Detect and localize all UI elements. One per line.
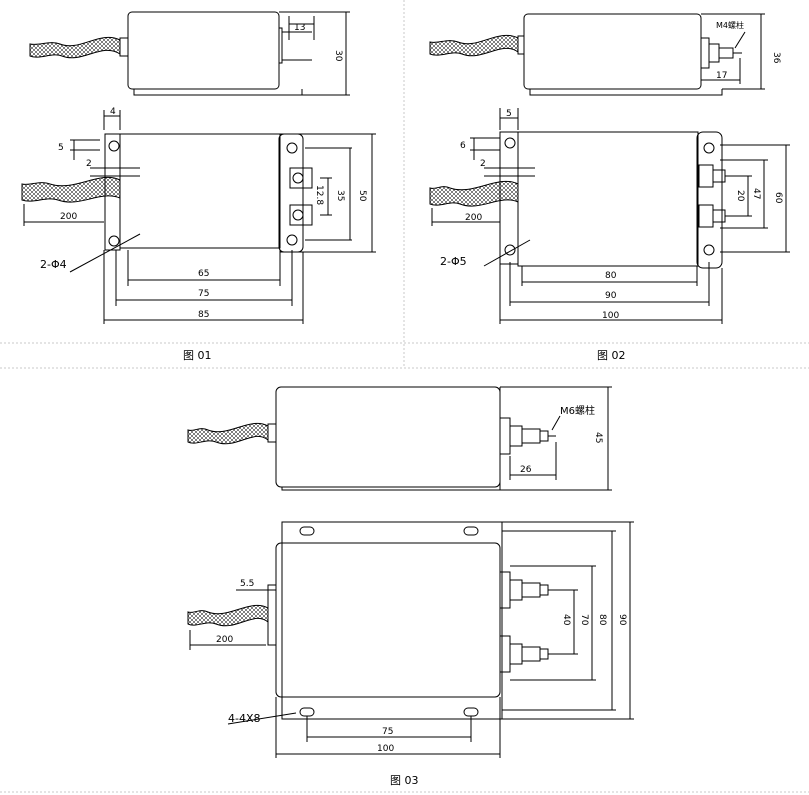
figure-03 <box>187 386 634 758</box>
figure-02 <box>429 13 790 324</box>
figure-01 <box>21 11 376 324</box>
fig03-dim-75: 75 <box>382 727 393 737</box>
fig02-side-view <box>429 13 765 96</box>
fig01-dim-75: 75 <box>198 289 209 299</box>
fig03-dim-lead-off: 5.5 <box>240 579 254 589</box>
fig02-dim-hole-w: 5 <box>506 109 512 119</box>
fig02-labels: M4螺柱 36 17 5 6 2 200 2-Φ5 20 47 60 80 90… <box>440 20 783 362</box>
fig01-dim-hole-w: 4 <box>110 107 116 117</box>
fig01-dim-wire: 200 <box>60 212 77 222</box>
fig02-dim-80: 80 <box>605 271 617 281</box>
fig01-caption: 图 01 <box>183 349 212 362</box>
fig03-top-view <box>187 521 634 758</box>
fig02-dim-wire: 200 <box>465 213 482 223</box>
fig01-dim-85: 85 <box>198 310 209 320</box>
fig03-dim-80: 80 <box>597 614 607 626</box>
fig02-dim-lead-off: 2 <box>480 159 486 169</box>
fig03-dim-90: 90 <box>617 614 627 626</box>
fig02-dim-100: 100 <box>602 311 619 321</box>
fig03-dim-70: 70 <box>579 614 589 626</box>
fig03-dim-wire: 200 <box>216 635 233 645</box>
fig01-dim-terminal-pitch: 12.8 <box>314 185 324 205</box>
fig03-labels: M6螺柱 45 26 5.5 200 40 70 80 90 4-4X8 75 … <box>216 404 627 787</box>
fig01-dim-hole-off: 5 <box>58 143 64 153</box>
fig02-dim-47: 47 <box>751 188 761 199</box>
fig02-holes-label: 2-Φ5 <box>440 255 467 268</box>
fig01-labels: 13 30 4 5 2 12.8 35 50 200 2-Φ4 65 75 85… <box>40 23 367 362</box>
fig03-dim-height: 45 <box>593 432 603 443</box>
fig03-dim-40: 40 <box>561 614 571 626</box>
fig02-dim-height: 36 <box>771 52 781 64</box>
fig03-side-view <box>187 386 612 491</box>
fig01-top-view <box>21 110 376 324</box>
fig02-caption: 图 02 <box>597 349 626 362</box>
fig01-dim-overall-h: 50 <box>357 190 367 202</box>
fig02-dim-60: 60 <box>773 192 783 204</box>
fig02-stud-label: M4螺柱 <box>716 20 744 30</box>
fig01-holes-label: 2-Φ4 <box>40 258 67 271</box>
fig01-dim-lead-off: 2 <box>86 159 92 169</box>
fig03-stud-label: M6螺柱 <box>560 404 595 417</box>
fig03-caption: 图 03 <box>390 774 419 787</box>
fig02-top-view <box>429 108 790 324</box>
fig01-dim-tab: 13 <box>294 23 305 33</box>
fig02-dim-stud-len: 17 <box>716 71 727 81</box>
fig02-dim-20: 20 <box>735 190 745 202</box>
fig03-dim-100: 100 <box>377 744 394 754</box>
fig02-dim-90: 90 <box>605 291 617 301</box>
fig02-dim-hole-off: 6 <box>460 141 466 151</box>
fig03-slots-label: 4-4X8 <box>228 712 261 725</box>
fig01-side-view <box>29 11 350 96</box>
fig01-dim-terminal-span: 35 <box>335 190 345 201</box>
fig01-dim-65: 65 <box>198 269 209 279</box>
fig01-dim-height: 30 <box>333 50 343 62</box>
fig03-dim-stud-len: 26 <box>520 465 532 475</box>
